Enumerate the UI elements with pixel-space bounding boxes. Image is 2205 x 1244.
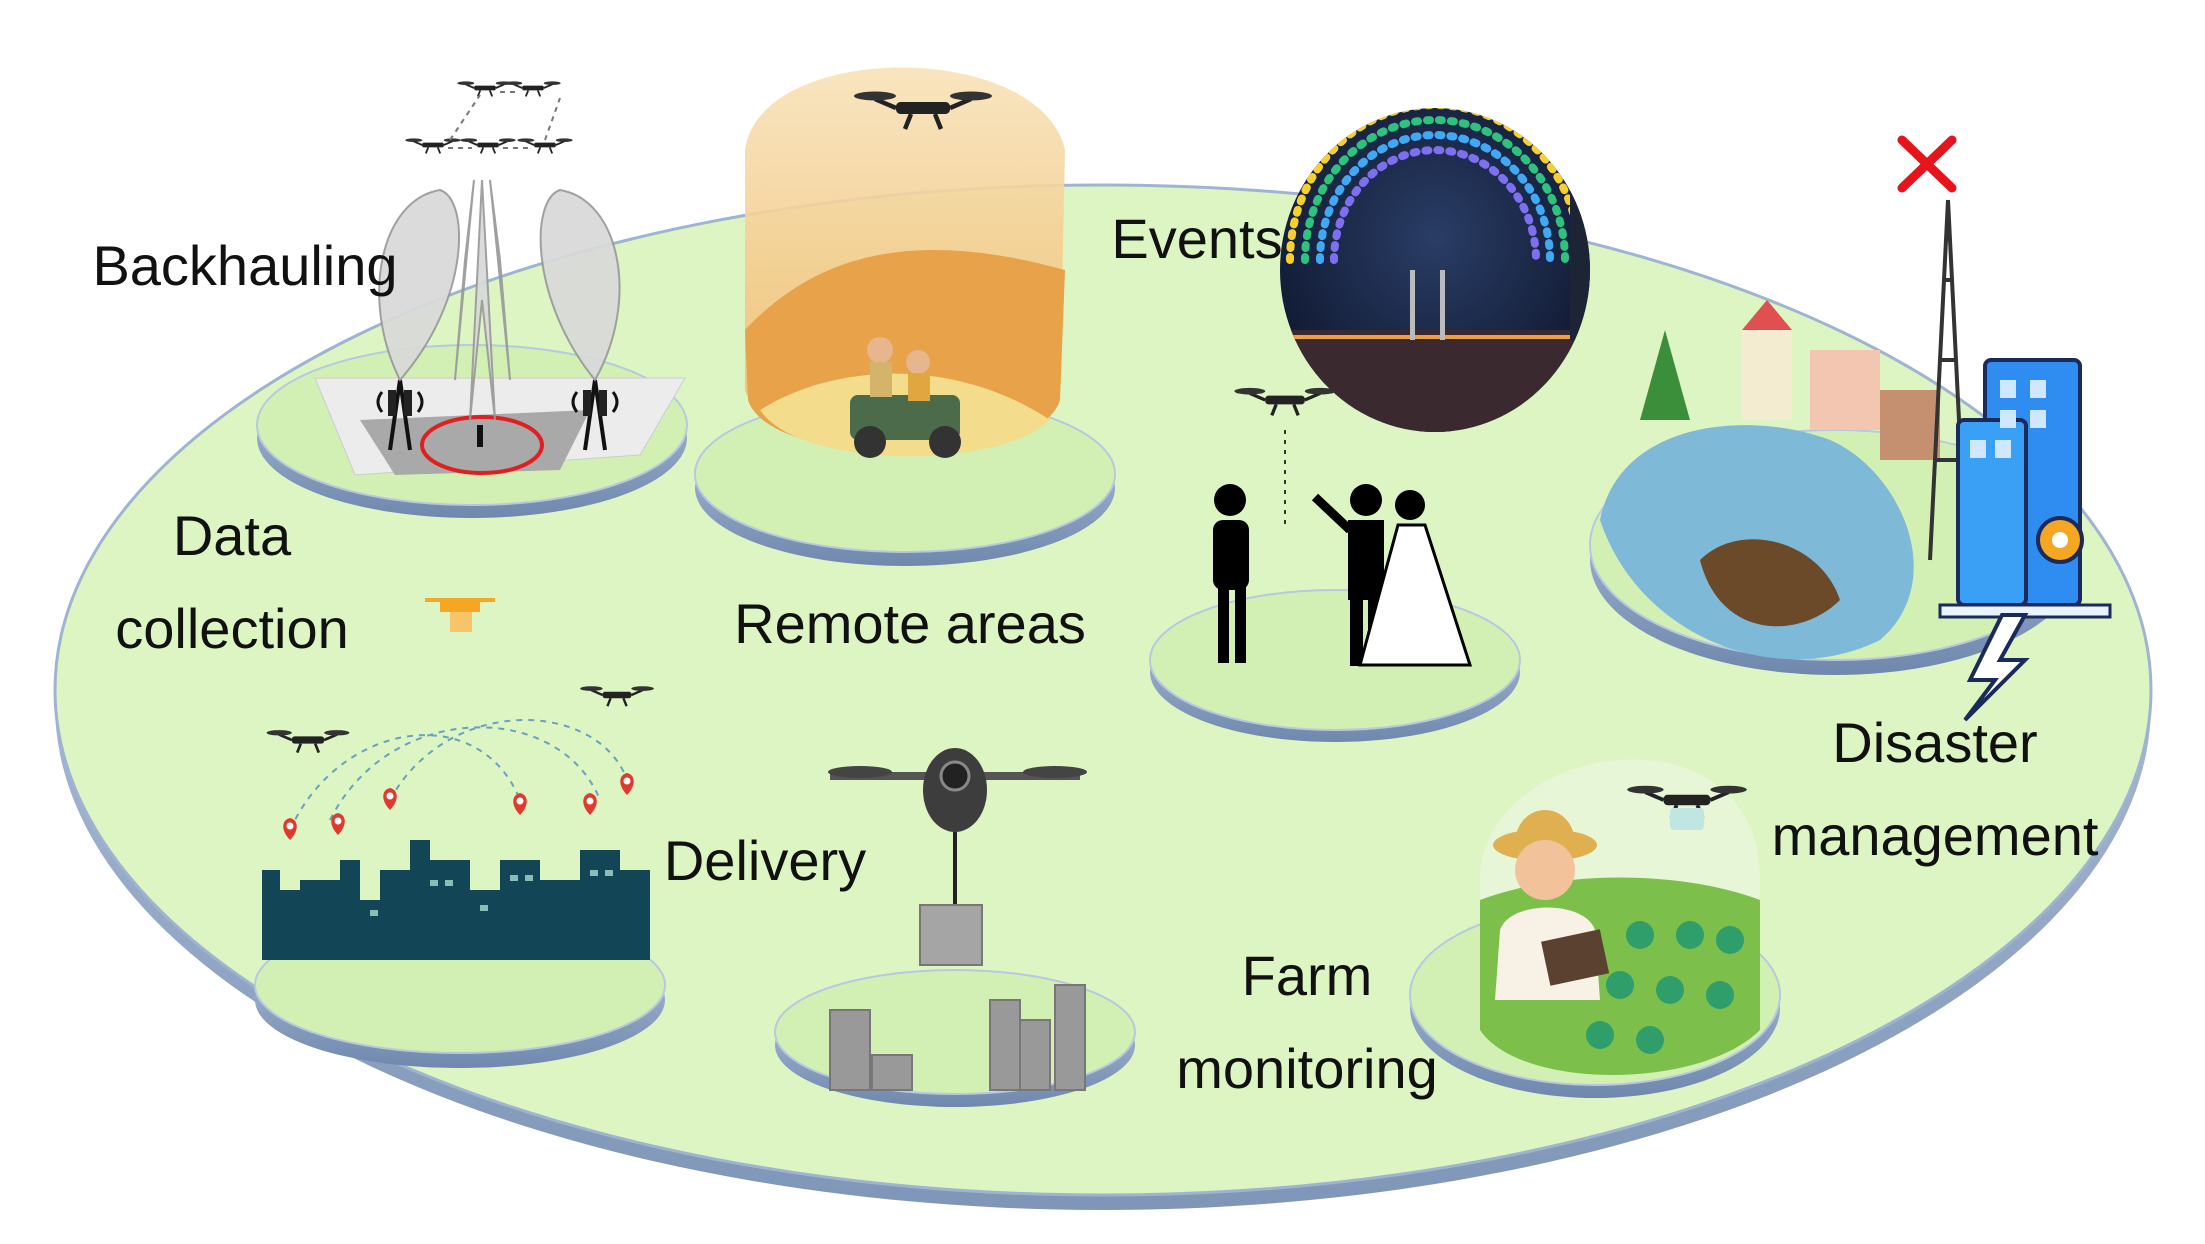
wedding-disc <box>1149 386 1521 742</box>
delivery-disc <box>774 748 1136 1107</box>
route-arcs <box>289 719 631 831</box>
city-silhouette <box>262 840 650 960</box>
label-events: Events <box>1111 207 1282 270</box>
backhauling-disc <box>256 80 688 518</box>
label-backhauling: Backhauling <box>92 234 397 297</box>
antenna-beams <box>378 179 621 421</box>
label-delivery: Delivery <box>664 829 866 892</box>
lightning-icon <box>1963 613 2030 722</box>
drone-icon <box>516 137 574 155</box>
label-data-collection-line2: collection <box>115 597 348 660</box>
drone-formation <box>404 80 574 155</box>
disaster-disc <box>1589 135 2112 722</box>
label-disaster-line1: Disaster <box>1832 711 2037 774</box>
data-collection-disc <box>254 598 666 1068</box>
gear-icon <box>2036 516 2084 564</box>
cross-icon <box>1897 135 1957 193</box>
drone-icon <box>425 598 495 632</box>
remote-areas-disc <box>694 67 1116 566</box>
label-data-collection-line1: Data <box>173 504 292 567</box>
label-disaster-line2: management <box>1772 804 2099 867</box>
events-scene <box>1280 108 1590 432</box>
label-farm-monitoring-line2: monitoring <box>1176 1037 1437 1100</box>
delivery-drone <box>828 748 1087 905</box>
label-remote-areas: Remote areas <box>734 592 1086 655</box>
package-icon <box>919 904 983 966</box>
labels: Backhauling Data collection Remote areas… <box>92 207 2098 1100</box>
drone-icon <box>404 137 462 155</box>
label-farm-monitoring-line1: Farm <box>1242 944 1373 1007</box>
drone-icon <box>456 80 514 98</box>
drone-icon <box>459 137 517 155</box>
farm-disc <box>1409 759 1781 1098</box>
drone-icon <box>504 80 562 98</box>
